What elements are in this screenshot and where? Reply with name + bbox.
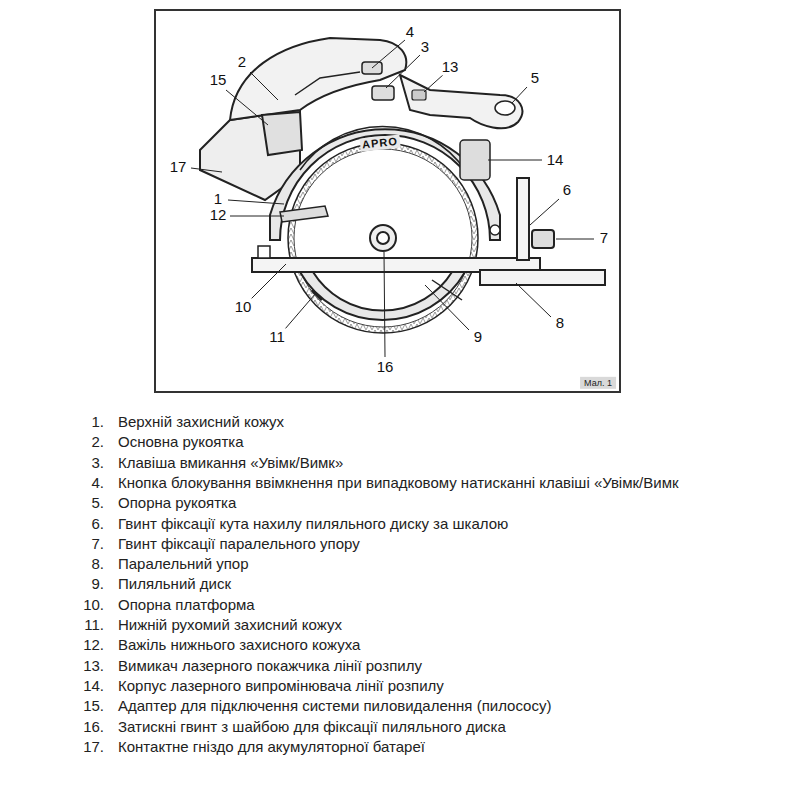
list-number: 5. [91,495,104,512]
list-number: 16. [83,718,104,735]
callout-number: 7 [599,229,609,246]
support-handle [400,75,522,128]
callout-number: 11 [268,328,286,345]
main-handle [230,38,406,120]
list-number: 9. [91,576,104,593]
list-item: Пиляльний диск [118,576,231,593]
callout-number: 13 [441,58,460,75]
arbor-bolt [370,225,396,251]
lock-button [372,86,394,100]
callout-number: 10 [234,298,253,315]
lower-guard [300,272,465,320]
callout-number: 1 [213,190,223,207]
list-number: 12. [83,637,104,654]
list-number: 1. [91,413,104,430]
callout-number: 6 [562,181,572,198]
figure-caption: Мал. 1 [580,377,616,389]
callout-number: 16 [376,358,395,375]
list-number: 2. [91,434,104,451]
callout-number: 5 [530,69,540,86]
callout-number: 2 [237,53,247,70]
fence-screw [532,230,554,248]
list-item: Верхній захисний кожух [118,413,284,430]
list-number: 10. [83,596,104,613]
callout-number: 17 [169,158,188,175]
dust-adapter [262,112,302,155]
list-number: 8. [91,555,104,572]
guard-lever [280,206,328,222]
list-number: 15. [83,698,104,715]
list-item: Нижній рухомий захисний кожух [118,616,342,633]
callout-number: 15 [209,71,228,88]
list-item: Основна рукоятка [118,434,244,451]
figure-frame [155,10,620,392]
list-item: Адаптер для підключення системи пиловида… [118,698,551,715]
list-item: Кнопка блокування ввімкнення при випадко… [118,474,679,491]
leader-lines [191,40,594,357]
list-item: Опорна рукоятка [118,495,236,512]
list-item: Гвинт фіксації кута нахилу пиляльного ди… [118,515,508,532]
list-item: Важіль нижнього захисного кожуха [118,637,360,654]
parallel-fence [480,270,605,285]
callout-number: 8 [555,314,565,331]
list-number: 17. [83,738,104,755]
list-item: Затискні гвинт з шайбою для фіксації пил… [118,718,506,735]
list-item: Клавіша вмикання «Увімк/Вимк» [118,454,343,471]
list-item: Гвинт фіксації паралельного упору [118,535,360,552]
list-number: 13. [83,657,104,674]
callout-number: 12 [209,206,228,223]
list-number: 4. [91,474,104,491]
list-number: 6. [91,515,104,532]
list-item: Паралельний упор [118,555,249,572]
list-number: 14. [83,677,104,694]
list-item: Опорна платформа [118,596,255,613]
callout-number: 9 [473,328,483,345]
callout-number: 3 [420,38,430,55]
bevel-post [517,178,529,260]
list-number: 11. [84,616,104,633]
laser-housing [460,140,490,180]
list-number: 7. [91,535,104,552]
saw-blade [288,143,478,333]
callout-number: 14 [546,151,565,168]
callout-number: 4 [405,23,415,40]
list-number: 3. [91,454,104,471]
list-item: Вимикач лазерного покажчика лінії розпил… [118,657,422,674]
list-item: Контактне гніздо для акумуляторної батар… [118,738,425,755]
list-item: Корпус лазерного випромінювача лінії роз… [118,677,444,694]
